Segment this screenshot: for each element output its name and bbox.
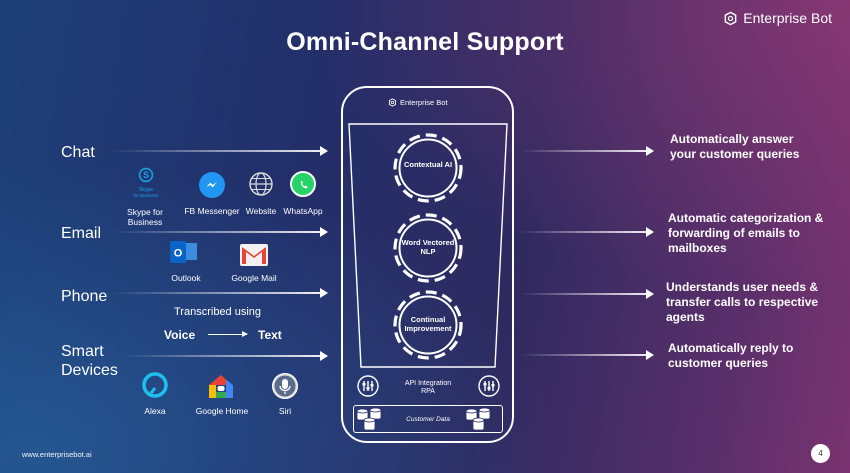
- phone-brand-name: Enterprise Bot: [400, 98, 448, 107]
- gmail-label: Google Mail: [231, 273, 277, 283]
- page-number: 4: [811, 444, 830, 463]
- arrow-outcome-3: [520, 289, 654, 299]
- enterprise-bot-logo-icon: [724, 11, 737, 25]
- outlook-label: Outlook: [171, 273, 201, 283]
- phone-brand: Enterprise Bot: [388, 98, 448, 107]
- arrow-smart-devices: [122, 351, 328, 361]
- whatsapp-icon: [290, 171, 316, 197]
- google-home-label: Google Home: [195, 406, 249, 416]
- outcome-email-categorization: Automatic categorization & forwarding of…: [668, 211, 824, 255]
- gear-continual-improvement-label: Continual Improvement: [404, 315, 452, 333]
- database-icon-right: [465, 407, 499, 438]
- channel-email: Email: [61, 225, 102, 242]
- arrow-email: [112, 227, 328, 237]
- fb-messenger-label: FB Messenger: [184, 206, 240, 216]
- outcome-transfer-calls: Understands user needs & transfer calls …: [666, 280, 819, 324]
- outlook-icon: O: [170, 240, 198, 269]
- gmail-icon: [240, 244, 268, 271]
- siri-icon: [271, 372, 299, 405]
- api-integration-label: API Integration RPA: [404, 380, 452, 395]
- website-globe-icon: [248, 171, 274, 202]
- customer-data-box: [353, 405, 503, 433]
- arrow-chat: [112, 146, 328, 156]
- brand-name: Enterprise Bot: [743, 10, 832, 26]
- gear-continual-improvement-icon: [393, 290, 463, 360]
- website-label: Website: [245, 206, 277, 216]
- database-icon-left: [356, 407, 390, 438]
- gear-contextual-ai-label: Contextual AI: [403, 160, 453, 169]
- outcome-answer-queries: Automatically answer your customer queri…: [670, 132, 800, 161]
- google-home-icon: [206, 372, 236, 405]
- arrow-outcome-1: [520, 146, 654, 156]
- gear-contextual-ai-icon: [393, 133, 463, 203]
- settings-sliders-icon-left: [357, 375, 379, 402]
- skype-icon: S: [138, 167, 154, 183]
- arrow-outcome-2: [520, 227, 654, 237]
- alexa-icon: [142, 372, 168, 403]
- footer-url: www.enterprisebot.ai: [22, 450, 92, 459]
- skype-label: Skype for Business: [127, 207, 163, 227]
- skype-logo-line2: for Business: [133, 193, 159, 198]
- arrow-phone: [112, 288, 328, 298]
- processing-funnel: [348, 123, 508, 368]
- page-title: Omni-Channel Support: [286, 28, 564, 56]
- text-label: Text: [258, 328, 282, 342]
- transcribed-label: Transcribed using: [174, 306, 262, 318]
- gear-word-vectored-nlp-label: Word Vectored NLP: [401, 238, 455, 256]
- channel-smart-devices: Smart Devices: [61, 343, 118, 379]
- svg-text:S: S: [143, 170, 149, 180]
- settings-sliders-icon-right: [478, 375, 500, 402]
- arrow-outcome-4: [520, 350, 654, 360]
- phone-brand-icon: [388, 98, 397, 107]
- gear-word-vectored-nlp-icon: [393, 213, 463, 283]
- brand-logo: Enterprise Bot: [723, 10, 832, 26]
- voice-label: Voice: [164, 328, 196, 342]
- customer-data-label: Customer Data: [406, 416, 450, 423]
- alexa-label: Alexa: [144, 406, 166, 416]
- channel-phone: Phone: [61, 288, 108, 305]
- outcome-reply-queries: Automatically reply to customer queries: [668, 341, 794, 370]
- voice-to-text-arrow: [208, 331, 248, 337]
- svg-text:O: O: [174, 248, 183, 260]
- whatsapp-label: WhatsApp: [283, 206, 323, 216]
- skype-logo-line1: Skype: [139, 187, 153, 193]
- skype-logo: S Skype for Business: [131, 167, 161, 198]
- siri-label: Siri: [278, 406, 292, 416]
- messenger-icon: [199, 172, 225, 198]
- phone-device: [341, 86, 514, 443]
- channel-chat: Chat: [61, 144, 95, 161]
